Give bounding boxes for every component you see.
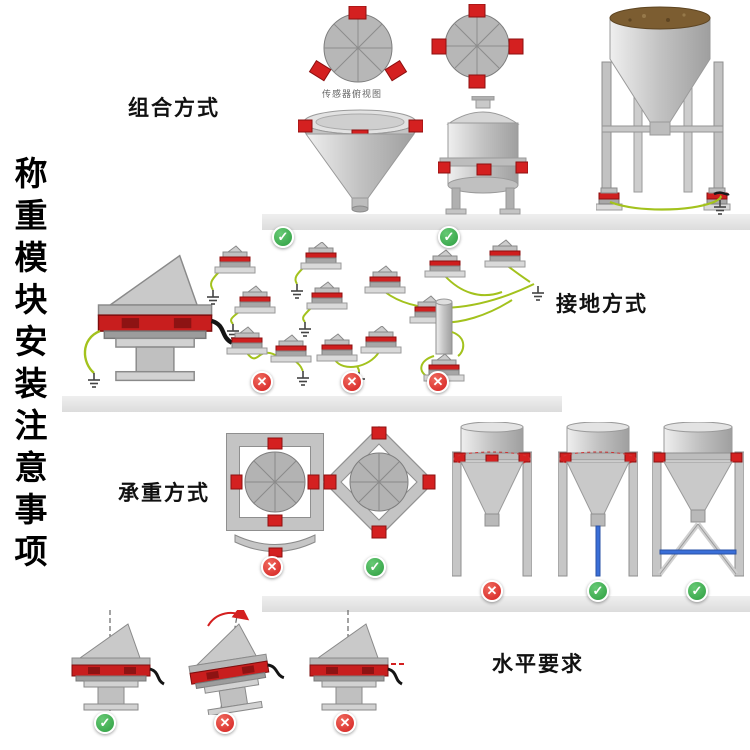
- cross-icon: ✕: [251, 371, 273, 393]
- section-label-combination: 组合方式: [128, 97, 220, 120]
- foot-weighing-modules: [596, 187, 731, 211]
- check-glyph: ✓: [592, 583, 604, 598]
- level-module-tilted-graphic: [182, 610, 290, 715]
- cross-icon: ✕: [334, 712, 356, 734]
- blue-horizontal-brace: [659, 549, 737, 555]
- grounding-cluster-individual: [205, 242, 355, 342]
- cross-glyph: ✕: [256, 374, 268, 389]
- sensor-topview-4pt-graphic: [431, 4, 524, 89]
- check-glyph: ✓: [369, 559, 381, 574]
- big-hopper-stand-graphic: [596, 6, 731, 215]
- level-module-offset-illustration: [300, 610, 410, 715]
- cross-icon: ✕: [261, 556, 283, 578]
- square-frame-topview-graphic: [226, 433, 324, 531]
- grounding-cluster-daisy-chain-graphic: [226, 326, 312, 386]
- square-frame-topview-illustration: [225, 432, 325, 532]
- cross-icon: ✕: [481, 580, 503, 602]
- check-icon: ✓: [438, 226, 460, 248]
- ground-wire: [83, 329, 101, 374]
- big-hopper-stand-illustration: [596, 4, 731, 216]
- check-icon: ✓: [272, 226, 294, 248]
- grounding-cluster-rod: [410, 292, 485, 387]
- diamond-frame-topview-illustration: [322, 425, 437, 540]
- hopper-3-sensor-illustration: [298, 106, 423, 214]
- grounding-cluster-rod-graphic: [420, 298, 465, 382]
- check-glyph: ✓: [99, 715, 111, 730]
- grounding-cluster-shared-lead-graphic: [316, 326, 402, 387]
- hopper-legs-braced-illustration: [652, 422, 744, 580]
- blue-tie-rod: [595, 525, 601, 577]
- section-label-level: 水平要求: [492, 653, 584, 676]
- section-label-load-bearing: 承重方式: [118, 482, 210, 505]
- level-module-offset-graphic: [308, 610, 404, 714]
- big-weighing-module-illustration: [78, 245, 243, 395]
- hopper-legs-vertical-rod-graphic: [558, 422, 638, 577]
- bending-beam-graphic: [234, 534, 316, 558]
- cross-icon: ✕: [341, 371, 363, 393]
- hopper-3-sensor-graphic: [298, 109, 423, 213]
- bending-beam-illustration: [233, 530, 318, 560]
- check-glyph: ✓: [691, 583, 703, 598]
- divider-bar-1: [262, 214, 750, 230]
- hopper-legs-braced-graphic: [652, 422, 744, 577]
- sensor-topview-3pt-graphic: [308, 6, 408, 83]
- grounding-cluster-individual-graphic: [206, 242, 348, 339]
- level-module-plumb-illustration: [62, 610, 172, 715]
- check-icon: ✓: [686, 580, 708, 602]
- grounding-cluster-shared-lead: [315, 326, 405, 388]
- vertical-tank-graphic: [438, 96, 528, 215]
- level-module-tilted-illustration: [180, 610, 290, 715]
- signal-cable: [713, 191, 730, 196]
- big-weighing-module-graphic: [83, 245, 243, 388]
- diamond-frame-topview-graphic: [322, 425, 436, 539]
- cross-glyph: ✕: [346, 374, 358, 389]
- cross-icon: ✕: [427, 371, 449, 393]
- divider-bar-3: [262, 596, 750, 612]
- sensor-topview-caption: 传感器俯视图: [322, 89, 383, 99]
- cross-glyph: ✕: [339, 715, 351, 730]
- section-label-grounding: 接地方式: [556, 293, 648, 316]
- vertical-tank-illustration: [438, 96, 528, 216]
- cross-glyph: ✕: [486, 583, 498, 598]
- check-icon: ✓: [587, 580, 609, 602]
- check-icon: ✓: [364, 556, 386, 578]
- hopper-legs-unbraced-graphic: [452, 422, 532, 577]
- check-glyph: ✓: [443, 229, 455, 244]
- cross-glyph: ✕: [432, 374, 444, 389]
- level-module-plumb-graphic: [70, 610, 166, 714]
- cross-glyph: ✕: [266, 559, 278, 574]
- cross-glyph: ✕: [219, 715, 231, 730]
- sensor-topview-3pt-illustration: [308, 6, 408, 91]
- ground-wire: [609, 195, 722, 211]
- divider-bar-2: [62, 396, 562, 412]
- cross-icon: ✕: [214, 712, 236, 734]
- check-icon: ✓: [94, 712, 116, 734]
- grounding-cluster-daisy-chain: [225, 325, 315, 387]
- rotation-arrow: [207, 610, 250, 627]
- hopper-legs-unbraced-illustration: [452, 422, 532, 580]
- hopper-legs-vertical-rod-illustration: [558, 422, 638, 580]
- vertical-title: 称重模块安装注意事项: [10, 156, 47, 576]
- sensor-topview-4pt-illustration: [430, 4, 525, 89]
- check-glyph: ✓: [277, 229, 289, 244]
